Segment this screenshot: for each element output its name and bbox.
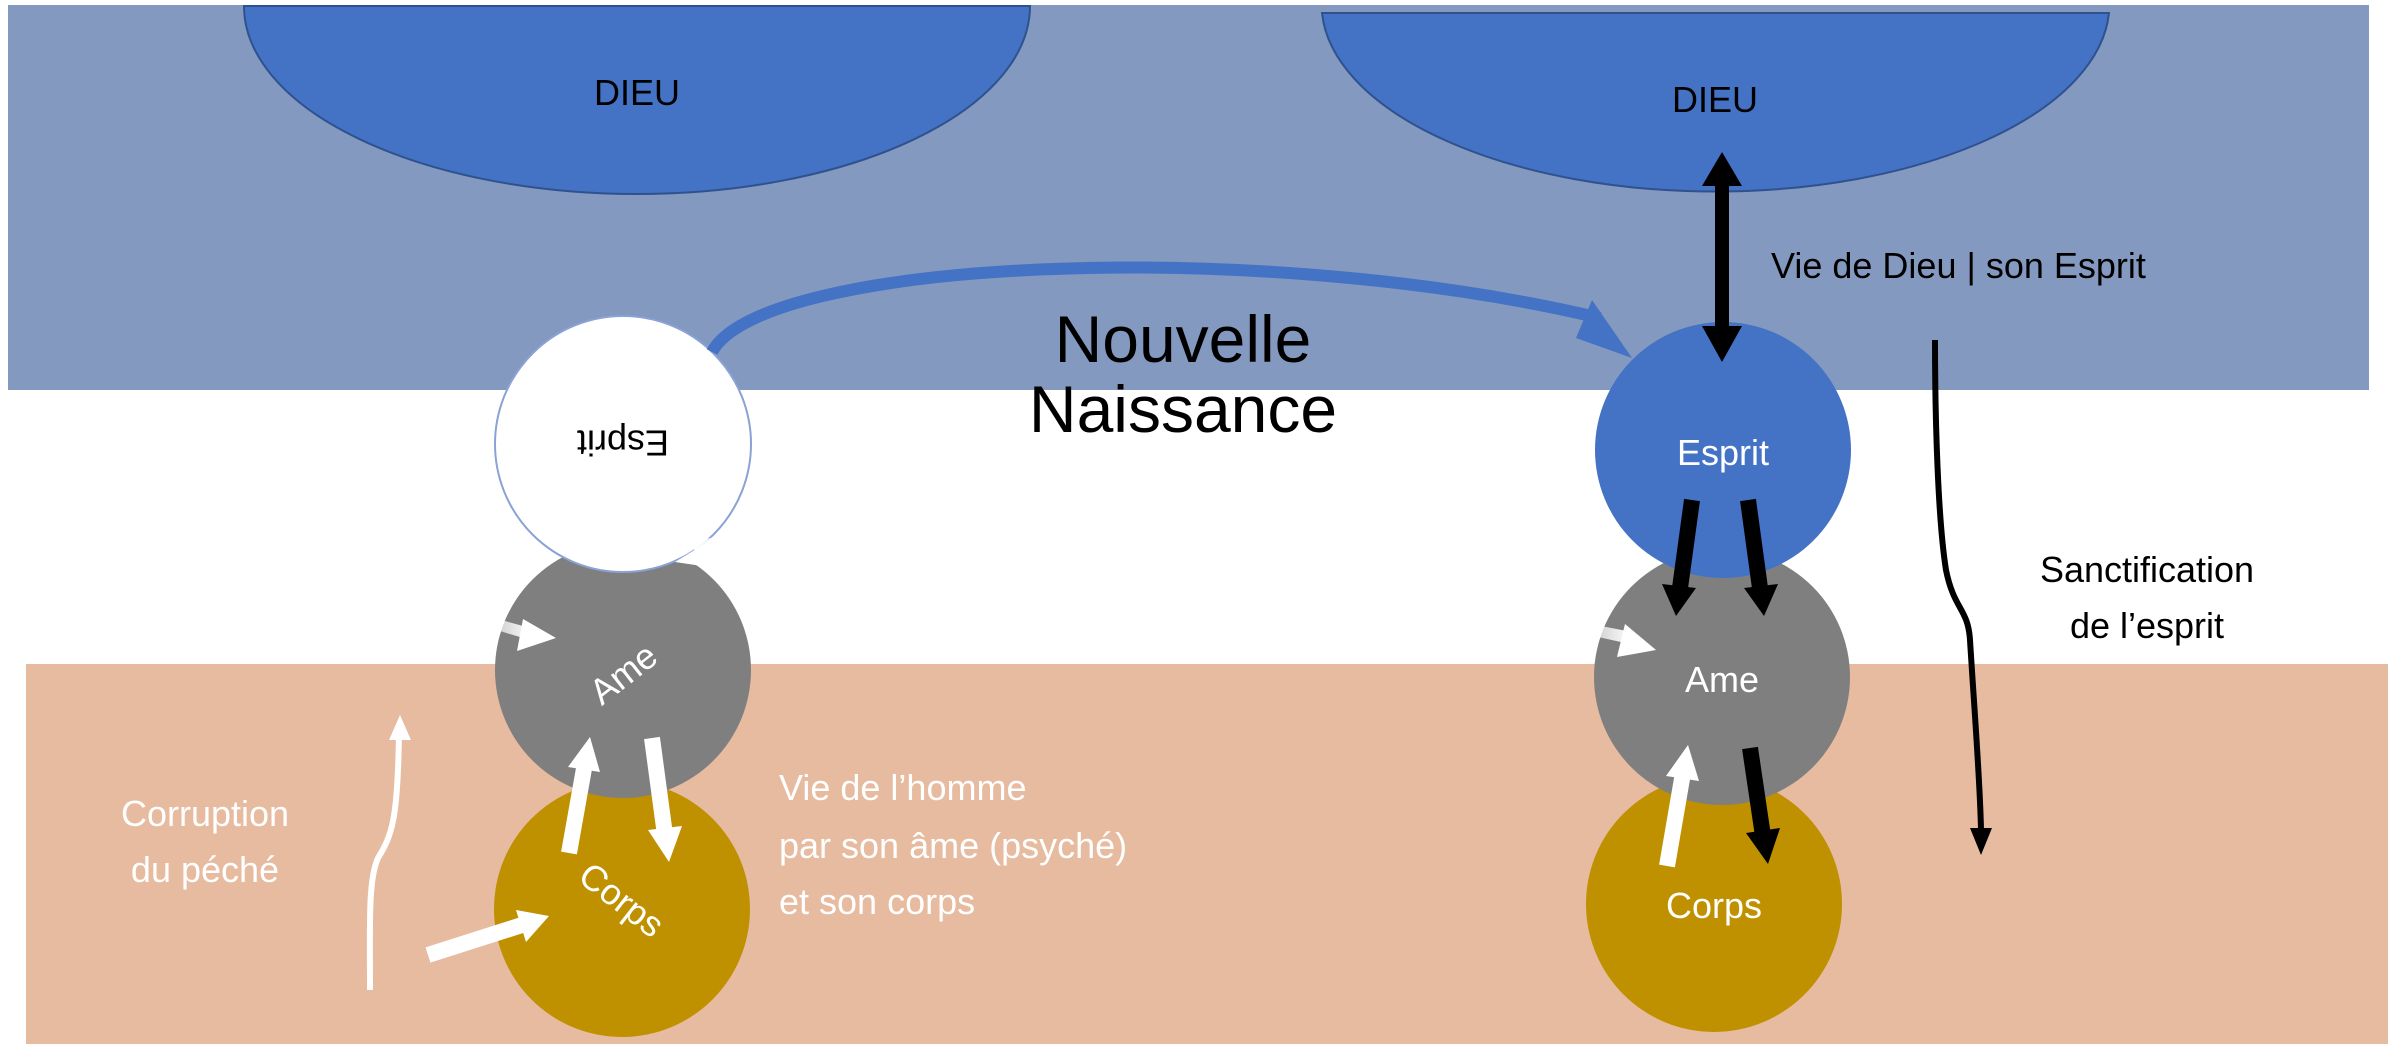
sanctification-arrow (1932, 339, 1992, 855)
arrow-faded-from-esprit-left (675, 517, 790, 566)
esprit-left-label: Esprit (577, 422, 669, 463)
ame-left-circle (495, 542, 751, 798)
corps-left-circle (494, 781, 750, 1037)
esprit-left-circle (494, 315, 752, 573)
corruption-line2: du péché (131, 849, 279, 890)
arrow-corps-to-ame-right (1659, 745, 1699, 868)
arrow-into-ame-right (1534, 613, 1656, 657)
arrow-ame-to-corps-left (644, 736, 682, 862)
esprit-right-label: Esprit (1677, 432, 1769, 473)
dieu-left-label: DIEU (594, 72, 680, 113)
arrow-into-corps-left (425, 910, 549, 963)
earth-band (26, 664, 2388, 1044)
dieu-right-label: DIEU (1672, 79, 1758, 120)
arrow-dieu-esprit-double (1702, 152, 1742, 362)
corruption-line1: Corruption (121, 793, 289, 834)
arrow-corps-to-ame-left (561, 737, 600, 855)
arrow-esprit-to-ame-right-2 (1740, 498, 1778, 616)
arrow-ame-to-corps-right (1742, 746, 1780, 864)
sanctification-line1: Sanctification (2040, 549, 2254, 590)
corruption-arrow (366, 715, 411, 991)
esprit-right-circle (1595, 322, 1851, 578)
dieu-left-shape (242, 5, 1032, 195)
vie-homme-line3: et son corps (779, 881, 975, 922)
nouvelle-naissance-arrow (706, 261, 1632, 358)
vie-homme-line2: par son âme (psyché) (779, 825, 1127, 866)
arrow-esprit-to-ame-right-1 (1662, 498, 1700, 616)
vie-homme-line1: Vie de l’homme (779, 767, 1026, 808)
nouvelle-naissance-line2: Naissance (1029, 372, 1337, 446)
ame-right-circle (1594, 549, 1850, 805)
ame-right-label: Ame (1685, 659, 1759, 700)
corps-right-label: Corps (1666, 885, 1762, 926)
nouvelle-naissance-line1: Nouvelle (1055, 302, 1312, 376)
vie-dieu-label: Vie de Dieu | son Esprit (1771, 245, 2146, 286)
corps-right-circle (1586, 776, 1842, 1032)
arrow-into-ame-left (436, 602, 556, 651)
sanctification-line2: de l’esprit (2070, 605, 2224, 646)
